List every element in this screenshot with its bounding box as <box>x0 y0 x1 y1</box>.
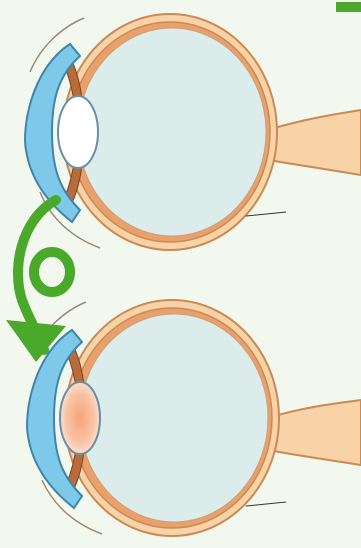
cataract-eye-diagram <box>0 290 361 548</box>
signature-underline <box>246 502 286 506</box>
lens-cloudy <box>60 382 100 454</box>
signature-underline <box>246 212 286 216</box>
optic-nerve <box>268 110 361 175</box>
vitreous-body <box>80 314 268 522</box>
optic-nerve <box>268 400 361 465</box>
vitreous-body <box>78 28 266 236</box>
lens-clear <box>58 96 98 168</box>
healthy-eye-diagram <box>0 0 361 270</box>
